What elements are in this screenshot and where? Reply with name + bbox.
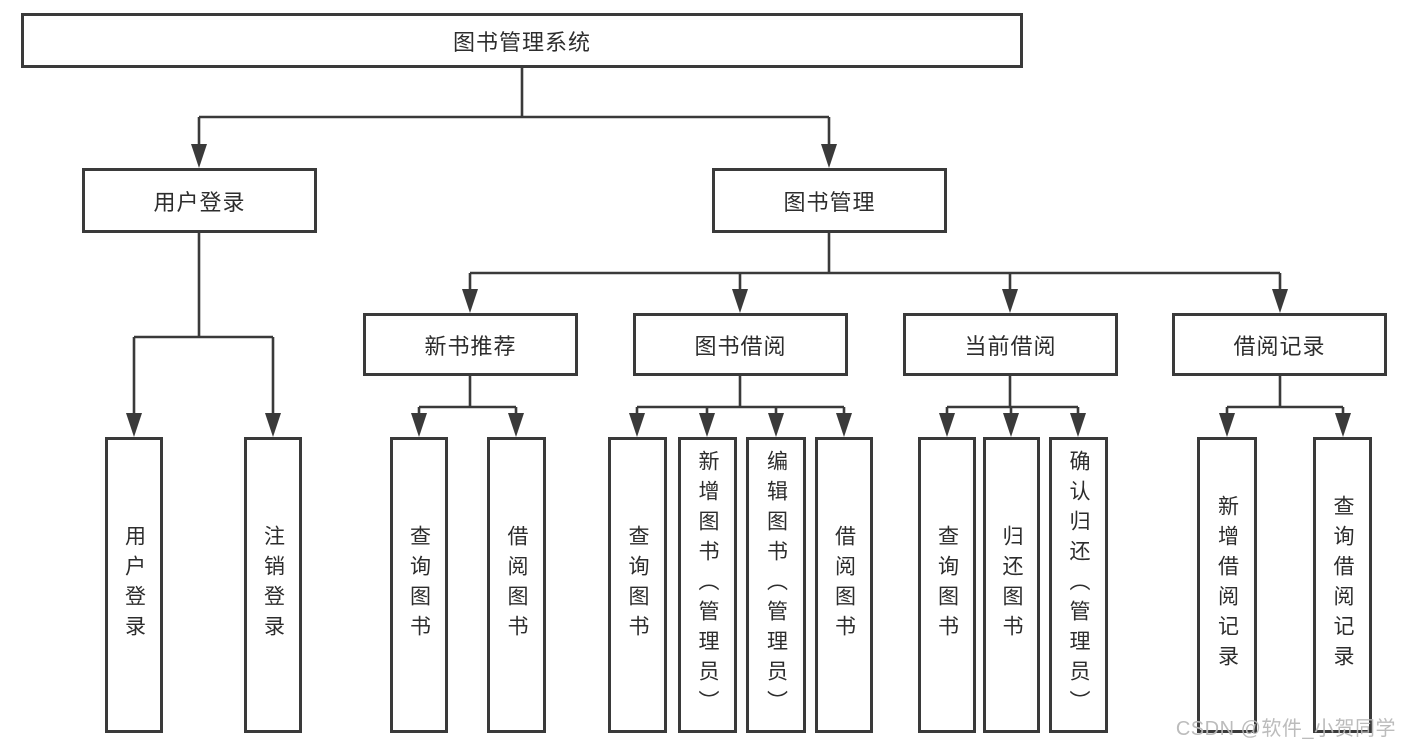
leaf-logout: 注销登录 xyxy=(244,437,302,733)
connector-borrowing-to-leaves xyxy=(635,376,846,433)
watermark: CSDN @软件_小贺同学 xyxy=(1175,718,1396,740)
leaf-return-books: 归还图书 xyxy=(983,437,1040,733)
arrowhead-icon xyxy=(821,144,837,168)
leaf-borrowing-borrow-books: 借阅图书 xyxy=(815,437,873,733)
arrowhead-icon xyxy=(1002,289,1018,313)
node-new-book-recommendation: 新书推荐 xyxy=(363,313,578,376)
leaf-add-books-admin: 新增图书（管理员） xyxy=(678,437,737,733)
connector-records-to-leaves xyxy=(1225,376,1345,433)
leaf-user-login: 用户登录 xyxy=(105,437,163,733)
leaf-add-borrow-record: 新增借阅记录 xyxy=(1197,437,1257,733)
arrowhead-icon xyxy=(126,413,142,437)
leaf-confirm-return-admin: 确认归还（管理员） xyxy=(1049,437,1108,733)
node-user-login: 用户登录 xyxy=(82,168,317,233)
arrowhead-icon xyxy=(411,413,427,437)
arrowhead-icon xyxy=(1003,413,1019,437)
connector-root-to-level2 xyxy=(197,68,831,164)
connector-current-to-leaves xyxy=(945,376,1080,433)
node-library-management-system: 图书管理系统 xyxy=(21,13,1023,68)
arrowhead-icon xyxy=(462,289,478,313)
connector-user-login-to-leaves xyxy=(132,233,275,433)
arrowhead-icon xyxy=(629,413,645,437)
arrowhead-icon xyxy=(508,413,524,437)
leaf-new-books-borrow-books: 借阅图书 xyxy=(487,437,546,733)
arrowhead-icon xyxy=(1070,413,1086,437)
leaf-query-borrow-record: 查询借阅记录 xyxy=(1313,437,1372,733)
arrowhead-icon xyxy=(1272,289,1288,313)
connector-new-books-to-leaves xyxy=(417,376,518,433)
connector-book-mgmt-to-level3 xyxy=(468,233,1282,309)
leaf-current-query-books: 查询图书 xyxy=(918,437,976,733)
leaf-borrowing-query-books: 查询图书 xyxy=(608,437,667,733)
arrowhead-icon xyxy=(191,144,207,168)
arrowhead-icon xyxy=(1219,413,1235,437)
arrowhead-icon xyxy=(836,413,852,437)
arrowhead-icon xyxy=(939,413,955,437)
node-borrowing-records: 借阅记录 xyxy=(1172,313,1387,376)
leaf-edit-books-admin: 编辑图书（管理员） xyxy=(746,437,806,733)
arrowhead-icon xyxy=(1335,413,1351,437)
leaf-new-books-query-books: 查询图书 xyxy=(390,437,448,733)
arrowhead-icon xyxy=(768,413,784,437)
node-book-borrowing: 图书借阅 xyxy=(633,313,848,376)
arrowhead-icon xyxy=(699,413,715,437)
arrowhead-icon xyxy=(732,289,748,313)
node-book-management: 图书管理 xyxy=(712,168,947,233)
arrowhead-icon xyxy=(265,413,281,437)
node-current-borrowing: 当前借阅 xyxy=(903,313,1118,376)
